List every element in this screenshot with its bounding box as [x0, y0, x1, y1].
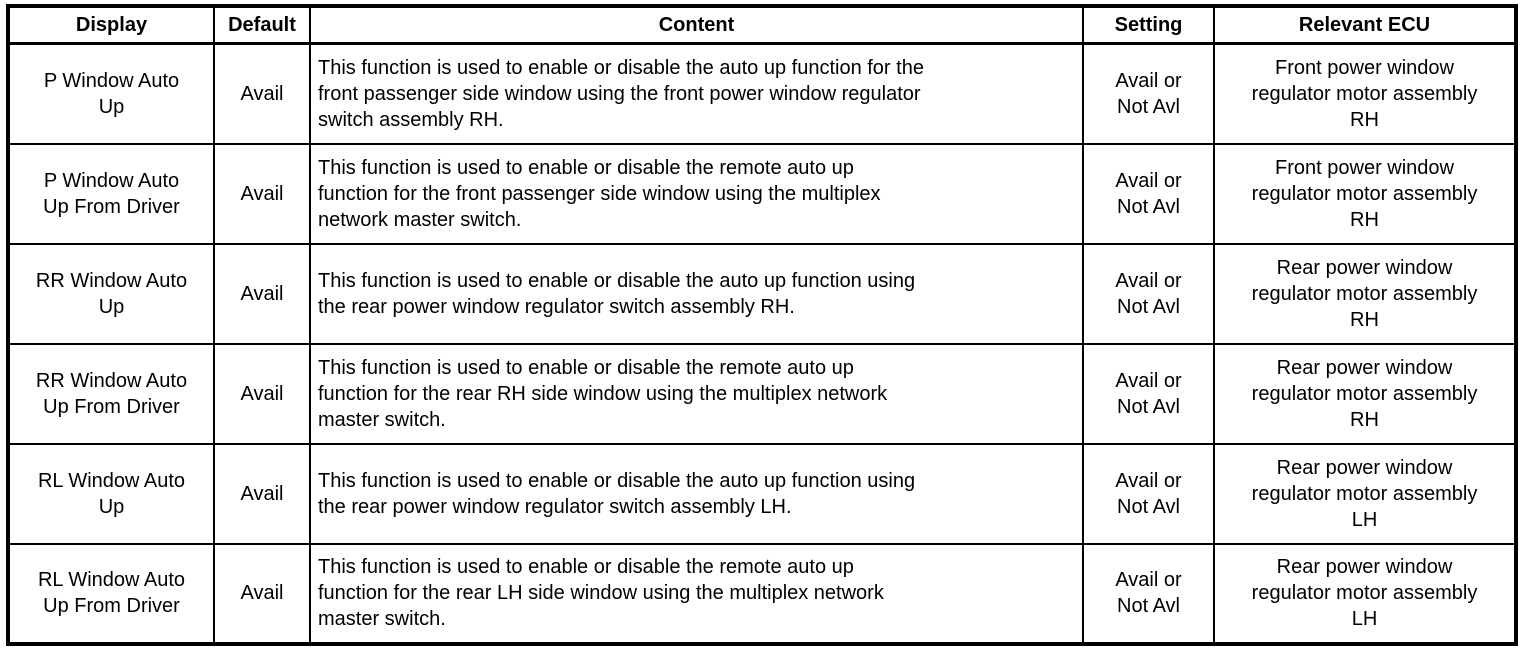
table-row: P Window Auto Up From Driver Avail This …: [7, 142, 1517, 245]
cell-relevant-ecu: Rear power window regulator motor assemb…: [1213, 242, 1517, 345]
col-header-display: Display: [7, 5, 215, 45]
cell-relevant-ecu: Rear power window regulator motor assemb…: [1213, 342, 1517, 445]
cell-default: Avail: [213, 542, 311, 645]
cell-default: Avail: [213, 442, 311, 545]
cell-setting: Avail or Not Avl: [1082, 342, 1215, 445]
cell-relevant-ecu: Rear power window regulator motor assemb…: [1213, 442, 1517, 545]
cell-display: RL Window Auto Up From Driver: [7, 542, 215, 645]
cell-setting: Avail or Not Avl: [1082, 242, 1215, 345]
cell-setting: Avail or Not Avl: [1082, 542, 1215, 645]
cell-setting: Avail or Not Avl: [1082, 442, 1215, 545]
cell-setting: Avail or Not Avl: [1082, 42, 1215, 145]
cell-relevant-ecu: Front power window regulator motor assem…: [1213, 142, 1517, 245]
col-header-relevant-ecu: Relevant ECU: [1213, 5, 1517, 45]
customize-function-table: Display Default Content Setting Relevant…: [6, 4, 1518, 646]
cell-default: Avail: [213, 142, 311, 245]
cell-default: Avail: [213, 342, 311, 445]
col-header-default: Default: [213, 5, 311, 45]
cell-default: Avail: [213, 242, 311, 345]
header-row: Display Default Content Setting Relevant…: [7, 5, 1517, 45]
cell-relevant-ecu: Front power window regulator motor assem…: [1213, 42, 1517, 145]
cell-content: This function is used to enable or disab…: [309, 542, 1084, 645]
cell-display: RR Window Auto Up: [7, 242, 215, 345]
cell-content: This function is used to enable or disab…: [309, 342, 1084, 445]
table-row: RL Window Auto Up From Driver Avail This…: [7, 542, 1517, 645]
table-row: RL Window Auto Up Avail This function is…: [7, 442, 1517, 545]
col-header-setting: Setting: [1082, 5, 1215, 45]
cell-default: Avail: [213, 42, 311, 145]
cell-display: RR Window Auto Up From Driver: [7, 342, 215, 445]
cell-content: This function is used to enable or disab…: [309, 442, 1084, 545]
table-row: P Window Auto Up Avail This function is …: [7, 42, 1517, 145]
cell-content: This function is used to enable or disab…: [309, 142, 1084, 245]
cell-content: This function is used to enable or disab…: [309, 42, 1084, 145]
col-header-content: Content: [309, 5, 1084, 45]
cell-setting: Avail or Not Avl: [1082, 142, 1215, 245]
cell-display: P Window Auto Up: [7, 42, 215, 145]
cell-relevant-ecu: Rear power window regulator motor assemb…: [1213, 542, 1517, 645]
cell-display: P Window Auto Up From Driver: [7, 142, 215, 245]
table-row: RR Window Auto Up From Driver Avail This…: [7, 342, 1517, 445]
table-row: RR Window Auto Up Avail This function is…: [7, 242, 1517, 345]
cell-content: This function is used to enable or disab…: [309, 242, 1084, 345]
cell-display: RL Window Auto Up: [7, 442, 215, 545]
